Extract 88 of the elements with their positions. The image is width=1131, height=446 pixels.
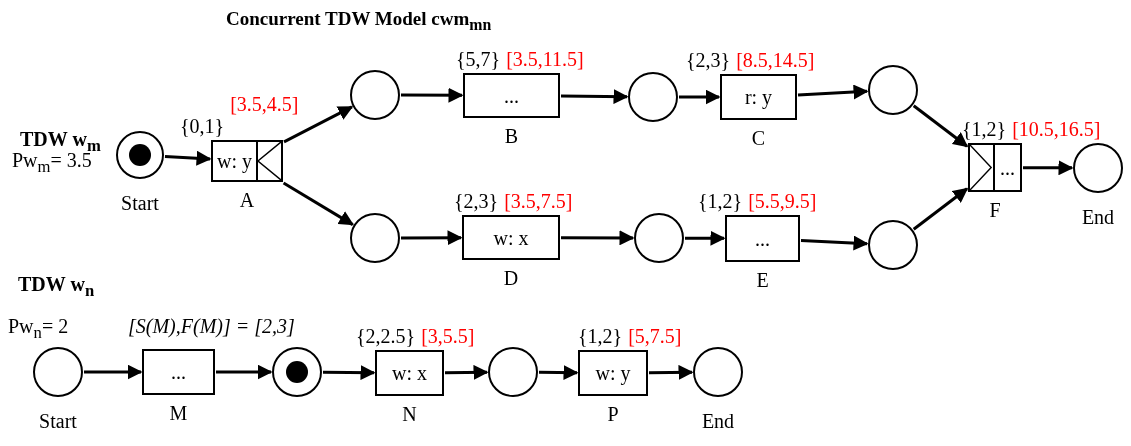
token-dot — [286, 361, 308, 383]
place-circle — [350, 213, 400, 263]
time-set-label: {5,7} — [456, 49, 501, 69]
diagram-title: Concurrent TDW Model cwm$_{mn}$ — [226, 8, 492, 34]
time-interval-label: [3.5,7.5] — [504, 191, 573, 211]
arrow — [401, 87, 464, 103]
time-interval-label: [3.5,11.5] — [506, 49, 584, 69]
place-circle — [628, 72, 678, 122]
place-circle — [488, 347, 538, 397]
transition-label: ... — [503, 85, 520, 106]
transition-label: ... — [999, 157, 1016, 178]
arrow — [685, 230, 726, 246]
marked-place-circle — [116, 131, 164, 179]
transition-box — [720, 74, 797, 120]
transition-box — [375, 350, 444, 396]
note-label: TDW w$_{n}$ — [18, 274, 95, 300]
place-circle — [868, 65, 918, 115]
place-circle — [33, 347, 83, 397]
node-caption: N — [402, 404, 417, 424]
time-set-label: {1,2} — [578, 326, 623, 346]
node-caption: C — [751, 128, 766, 148]
arrow — [164, 150, 212, 166]
transition-label: ... — [170, 362, 187, 382]
place-circle — [350, 70, 400, 120]
transition-box — [462, 215, 560, 260]
arrow — [561, 230, 635, 246]
transition-box — [725, 215, 800, 262]
arrow — [283, 105, 354, 144]
place-circle — [1073, 143, 1123, 193]
time-set-label: {1,2} — [698, 191, 743, 211]
arrow — [649, 364, 694, 380]
time-interval-label: [3,5.5] — [421, 326, 475, 346]
transition-label: w: y — [216, 151, 253, 171]
arrow — [445, 364, 489, 380]
node-caption: Start — [121, 193, 159, 213]
arrow — [1023, 160, 1074, 176]
place-circle — [693, 347, 743, 397]
node-caption: F — [989, 200, 1001, 220]
arrow — [84, 364, 143, 380]
time-set-label: {2,3} — [686, 50, 731, 70]
transition-box — [463, 73, 560, 118]
node-caption: Start — [39, 411, 77, 431]
time-interval-label: [5,7.5] — [628, 326, 682, 346]
node-caption: D — [503, 268, 519, 288]
node-caption: A — [239, 190, 255, 210]
time-set-label: {0,1} — [180, 116, 225, 136]
time-set-label: {2,2.5} — [356, 326, 416, 346]
time-interval-label: [3.5,4.5] — [230, 94, 299, 114]
arrow — [797, 84, 869, 100]
place-circle — [868, 220, 918, 270]
node-caption: B — [504, 126, 519, 146]
arrow — [560, 89, 629, 105]
note-label: Pw$_{n}$= 2 — [8, 316, 69, 342]
split-gate-icon — [256, 142, 281, 180]
arrow — [323, 365, 376, 381]
join-gate-icon — [970, 145, 995, 190]
transition-label: w: y — [594, 363, 632, 383]
arrow — [282, 181, 354, 226]
arrow — [216, 364, 273, 380]
time-interval-label: [5.5,9.5] — [748, 191, 817, 211]
marked-place-circle — [272, 347, 322, 397]
node-caption: End — [1081, 207, 1115, 227]
note-label: [S(M),F(M)] = [2,3] — [128, 316, 295, 336]
transition-label: ... — [754, 228, 771, 249]
transition-box — [142, 349, 215, 395]
transition-box — [968, 143, 1022, 192]
node-caption: P — [607, 404, 619, 424]
note-label: Pw$_{m}$= 3.5 — [12, 150, 92, 176]
node-caption: M — [169, 403, 188, 423]
transition-label: r: y — [743, 87, 774, 107]
transition-box — [211, 140, 283, 182]
place-circle — [634, 213, 684, 263]
time-set-label: {2,3} — [454, 191, 499, 211]
time-interval-label: [8.5,14.5] — [736, 50, 815, 70]
arrow — [679, 89, 721, 105]
time-set-label: {1,2} — [962, 119, 1007, 139]
transition-box — [578, 350, 648, 396]
token-dot — [129, 144, 151, 166]
arrow — [912, 187, 969, 231]
arrow — [539, 365, 579, 380]
transition-label: w: x — [391, 363, 428, 383]
transition-label: w: x — [492, 227, 530, 248]
arrow — [912, 104, 969, 148]
time-interval-label: [10.5,16.5] — [1012, 119, 1101, 139]
arrow — [800, 235, 869, 251]
node-caption: E — [756, 270, 769, 290]
node-caption: End — [701, 411, 735, 431]
arrow — [401, 230, 463, 246]
